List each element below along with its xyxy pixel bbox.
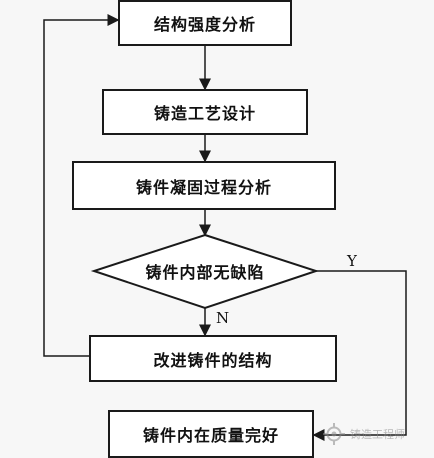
node-improve-structure: 改进铸件的结构	[89, 335, 337, 382]
edge-label-yes: Y	[347, 252, 357, 270]
gear-icon	[323, 423, 345, 445]
watermark-text: 铸造工程师	[350, 428, 405, 441]
decision-diamond	[90, 233, 320, 310]
node-casting-process-design-label: 铸造工艺设计	[153, 104, 256, 123]
node-quality-good: 铸件内在质量完好	[108, 410, 314, 458]
node-defect-check: 铸件内部无缺陷	[120, 255, 290, 287]
node-structural-analysis-label: 结构强度分析	[153, 15, 256, 34]
watermark: 铸造工程师	[322, 410, 434, 458]
node-quality-good-label: 铸件内在质量完好	[142, 426, 279, 445]
node-defect-check-label: 铸件内部无缺陷	[145, 263, 265, 282]
arrow-check-yes-to-quality	[312, 270, 407, 441]
node-solidification-analysis: 铸件凝固过程分析	[72, 161, 336, 210]
edge-label-no: N	[216, 309, 230, 327]
arrow-improve-to-structural	[43, 14, 120, 357]
node-solidification-analysis-label: 铸件凝固过程分析	[135, 177, 272, 197]
node-casting-process-design: 铸造工艺设计	[102, 89, 308, 135]
node-structural-analysis: 结构强度分析	[118, 0, 292, 46]
node-improve-structure-label: 改进铸件的结构	[153, 350, 273, 370]
